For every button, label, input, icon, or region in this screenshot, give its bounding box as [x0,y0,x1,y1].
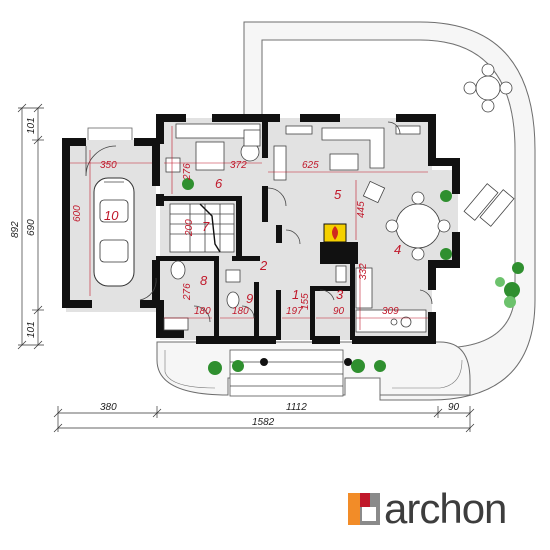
dim-309: 309 [382,306,399,317]
kitchen-counter [355,267,427,333]
dim-350: 350 [100,160,117,171]
bathroom-fixtures [163,260,347,331]
room-number-5: 5 [334,187,342,202]
dim-155: 155 [300,293,311,310]
dim-276-kitchen: 276 [182,163,193,181]
outer-dimensions-left [17,103,44,350]
dining-table [385,191,451,261]
dim-197: 197 [286,306,303,317]
car-icon [93,177,135,287]
terrace-hatch [262,39,516,349]
dim-276-bath: 276 [182,283,193,301]
dim-690: 690 [26,219,37,236]
living-furniture [273,125,421,204]
dim-445: 445 [356,201,367,218]
room-number-8: 8 [200,273,208,288]
staircase [169,203,235,253]
interior-walls [156,122,358,340]
dim-1582: 1582 [252,417,275,428]
room-number-6: 6 [215,176,223,191]
front-terrace-hatch [164,350,463,389]
room-number-2: 2 [259,258,268,273]
brand-name: archon [384,485,507,532]
dim-332: 332 [358,263,369,280]
house-floor [160,118,458,340]
archon-logo-icon [348,493,380,525]
dim-372: 372 [230,160,247,171]
dim-101-top: 101 [26,117,37,134]
dim-1112: 1112 [286,402,307,413]
inner-dimension-lines [70,126,428,330]
room-number-9: 9 [246,291,253,306]
dim-90-inner: 90 [333,306,345,317]
dim-180-a: 180 [194,306,211,317]
dim-625: 625 [302,160,319,171]
dim-90-outer: 90 [448,402,460,413]
room-number-3: 3 [336,287,344,302]
front-steps [229,349,344,397]
kitchen-furniture [165,123,261,173]
dim-180-b: 180 [232,306,249,317]
fire-icon [332,226,338,240]
terrace-furniture [463,63,515,227]
outer-dimensions-bottom [53,406,475,433]
room-number-4: 4 [394,242,401,257]
dim-200: 200 [184,219,195,237]
dim-380: 380 [100,402,117,413]
plant-icons [182,178,524,375]
room-number-10: 10 [104,208,119,223]
dim-892: 892 [10,221,21,238]
dim-600: 600 [72,205,83,222]
room-number-1: 1 [292,287,299,302]
door-swings [85,121,433,323]
room-number-7: 7 [202,219,210,234]
dim-101-bottom: 101 [26,321,37,338]
